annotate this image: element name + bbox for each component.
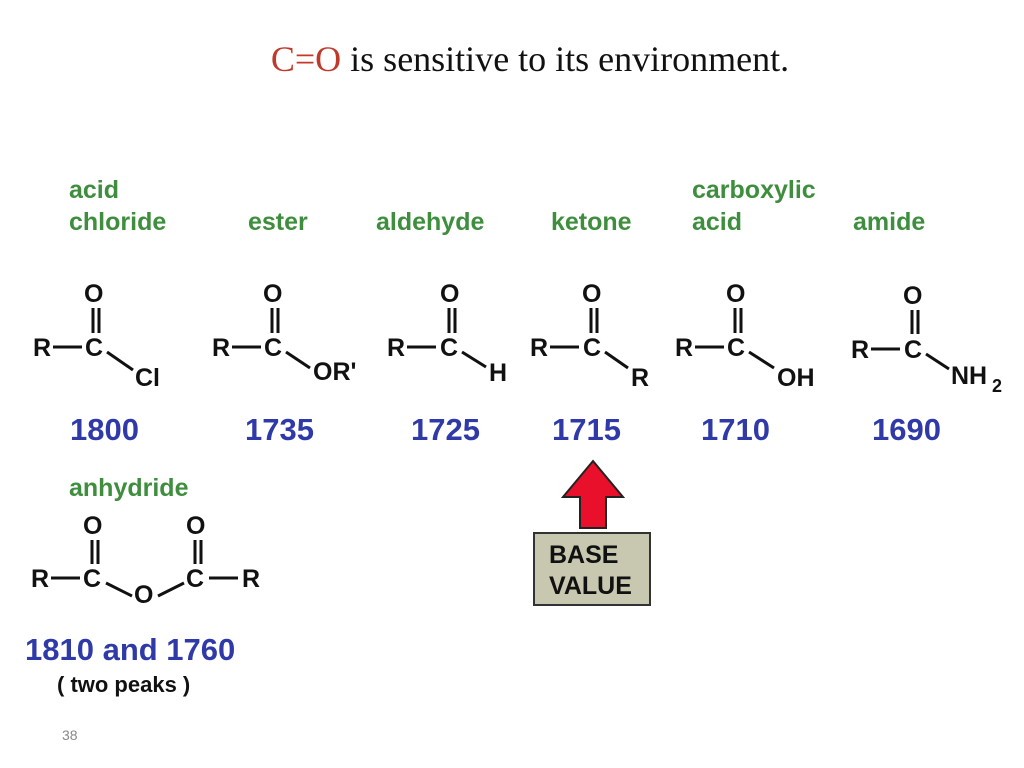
label-amide: amide — [853, 208, 926, 236]
atom-carbon: C — [440, 334, 458, 362]
base-value-line: VALUE — [549, 572, 632, 600]
title-text: is sensitive to its environment. — [341, 39, 790, 79]
frequency-ester: 1735 — [245, 412, 314, 447]
atom-nitrogen: NH — [951, 362, 987, 390]
base-value-box: BASE VALUE — [533, 532, 651, 606]
slide-title: C=O is sensitive to its environment. — [18, 38, 1024, 80]
atom-carbon: C — [727, 334, 745, 362]
anhydride-structure: O R C O O C R — [31, 512, 260, 609]
atom-hydroxyl: OH — [777, 364, 815, 392]
frequency-amide: 1690 — [872, 412, 941, 447]
atom-chlorine: Cl — [135, 364, 160, 392]
label-carboxylic-acid: carboxylic acid — [692, 174, 816, 238]
label-line: acid — [692, 208, 743, 236]
frequency-carboxylic-acid: 1710 — [701, 412, 770, 447]
atom-oxygen: O — [582, 280, 601, 308]
label-ester: ester — [248, 208, 308, 236]
two-peaks-note: ( two peaks ) — [57, 672, 191, 697]
atom-bridging-oxygen: O — [134, 581, 153, 609]
atom-oxygen: O — [440, 280, 459, 308]
atom-carbon: C — [583, 334, 601, 362]
atom-carbon: C — [85, 334, 103, 362]
up-arrow-icon — [560, 459, 626, 529]
label-line: carboxylic — [692, 176, 816, 204]
frequency-aldehyde: 1725 — [411, 412, 480, 447]
label-acid-chloride: acid chloride — [69, 174, 166, 238]
frequency-anhydride: 1810 and 1760 — [25, 632, 236, 667]
atom-oxygen: O — [84, 280, 103, 308]
label-aldehyde: aldehyde — [376, 208, 485, 236]
atom-carbon: C — [186, 565, 204, 593]
atom-oxygen: O — [726, 280, 745, 308]
atom-oxygen: O — [263, 280, 282, 308]
base-value-line: BASE — [549, 541, 619, 569]
label-line: acid — [69, 176, 120, 204]
amide-structure: O R C NH 2 — [851, 282, 1002, 396]
atom-r: R — [387, 334, 405, 362]
atom-r: R — [851, 336, 869, 364]
atom-r: R — [242, 565, 260, 593]
atom-or-prime: OR' — [313, 358, 356, 386]
atom-r: R — [33, 334, 51, 362]
atom-r: R — [31, 565, 49, 593]
atom-r: R — [631, 364, 649, 392]
atom-oxygen: O — [83, 512, 102, 540]
atom-r: R — [530, 334, 548, 362]
label-anhydride: anhydride — [69, 474, 189, 502]
atom-carbon: C — [904, 336, 922, 364]
label-line: chloride — [69, 208, 167, 236]
page-number: 38 — [62, 727, 78, 743]
subscript-two: 2 — [992, 376, 1002, 396]
frequency-ketone: 1715 — [552, 412, 621, 447]
atom-oxygen: O — [186, 512, 205, 540]
acid-chloride-structure: O R C Cl — [33, 280, 160, 392]
atom-r: R — [212, 334, 230, 362]
carboxylic-acid-structure: O R C OH — [675, 280, 815, 392]
label-ketone: ketone — [551, 208, 632, 236]
atom-r: R — [675, 334, 693, 362]
atom-hydrogen: H — [489, 359, 507, 387]
atom-carbon: C — [83, 565, 101, 593]
frequency-acid-chloride: 1800 — [70, 412, 139, 447]
aldehyde-structure: O R C H — [387, 280, 507, 387]
ketone-structure: O R C R — [530, 280, 649, 392]
atom-carbon: C — [264, 334, 282, 362]
ester-structure: O R C OR' — [212, 280, 356, 386]
title-highlight: C=O — [270, 39, 342, 79]
atom-oxygen: O — [903, 282, 922, 310]
